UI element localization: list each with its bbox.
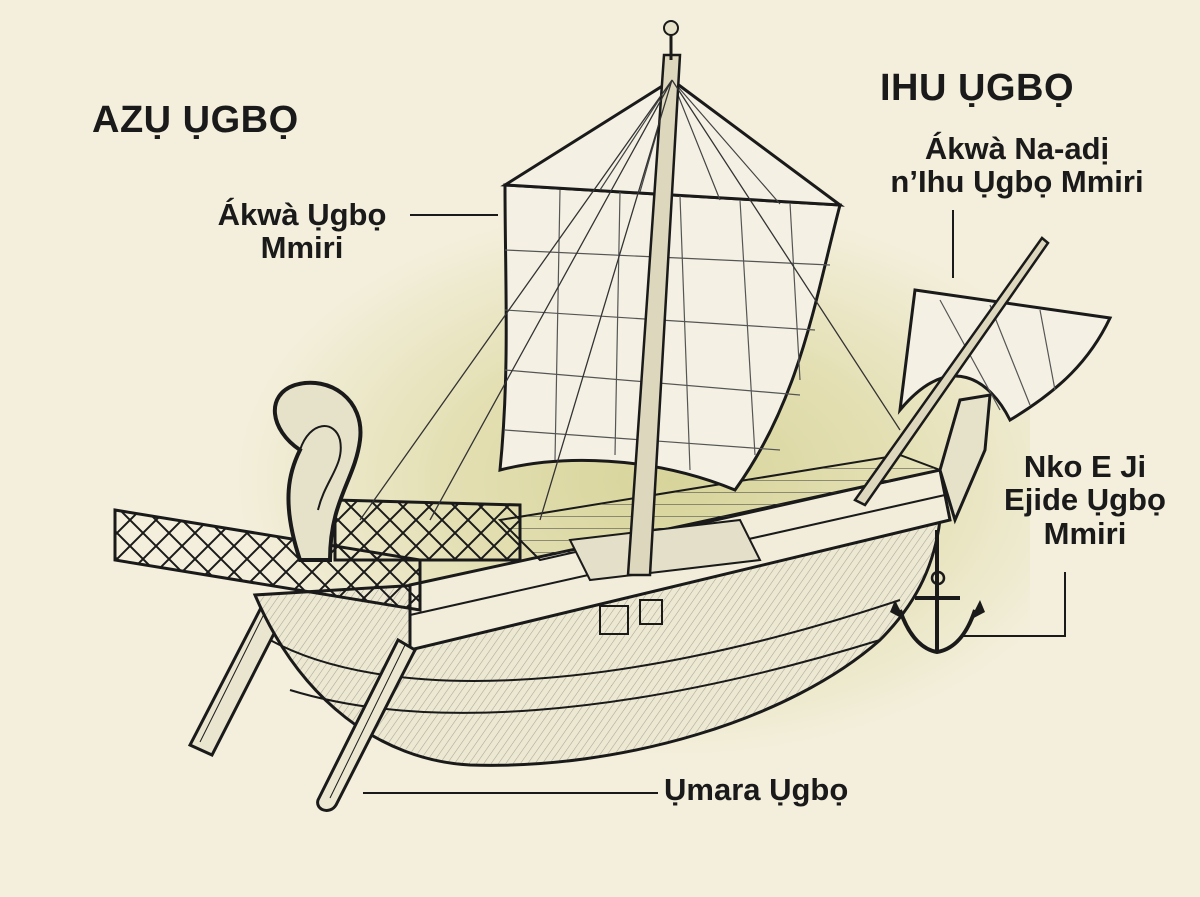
anchor-label-line1: Nko E Ji xyxy=(990,450,1180,483)
main-sail-label: Ákwà Ụgbọ Mmiri xyxy=(196,198,408,265)
anchor-label: Nko E Ji Ejide Ụgbọ Mmiri xyxy=(990,450,1180,550)
rudder-label: Ụmara Ụgbọ xyxy=(664,773,848,806)
main-sail-label-line2: Mmiri xyxy=(196,231,408,264)
bow-sail-label-line1: Ákwà Na-adị xyxy=(858,132,1176,165)
bow-sail-label: Ákwà Na-adị n’Ihu Ụgbọ Mmiri xyxy=(858,132,1176,199)
stern-heading: AZỤ ỤGBỌ xyxy=(92,100,299,141)
main-sail-label-line1: Ákwà Ụgbọ xyxy=(196,198,408,231)
bow-heading: IHU ỤGBỌ xyxy=(880,68,1074,109)
bow-sail-label-line2: n’Ihu Ụgbọ Mmiri xyxy=(858,165,1176,198)
anchor-label-line2: Ejide Ụgbọ xyxy=(990,483,1180,516)
anchor-label-line3: Mmiri xyxy=(990,517,1180,550)
